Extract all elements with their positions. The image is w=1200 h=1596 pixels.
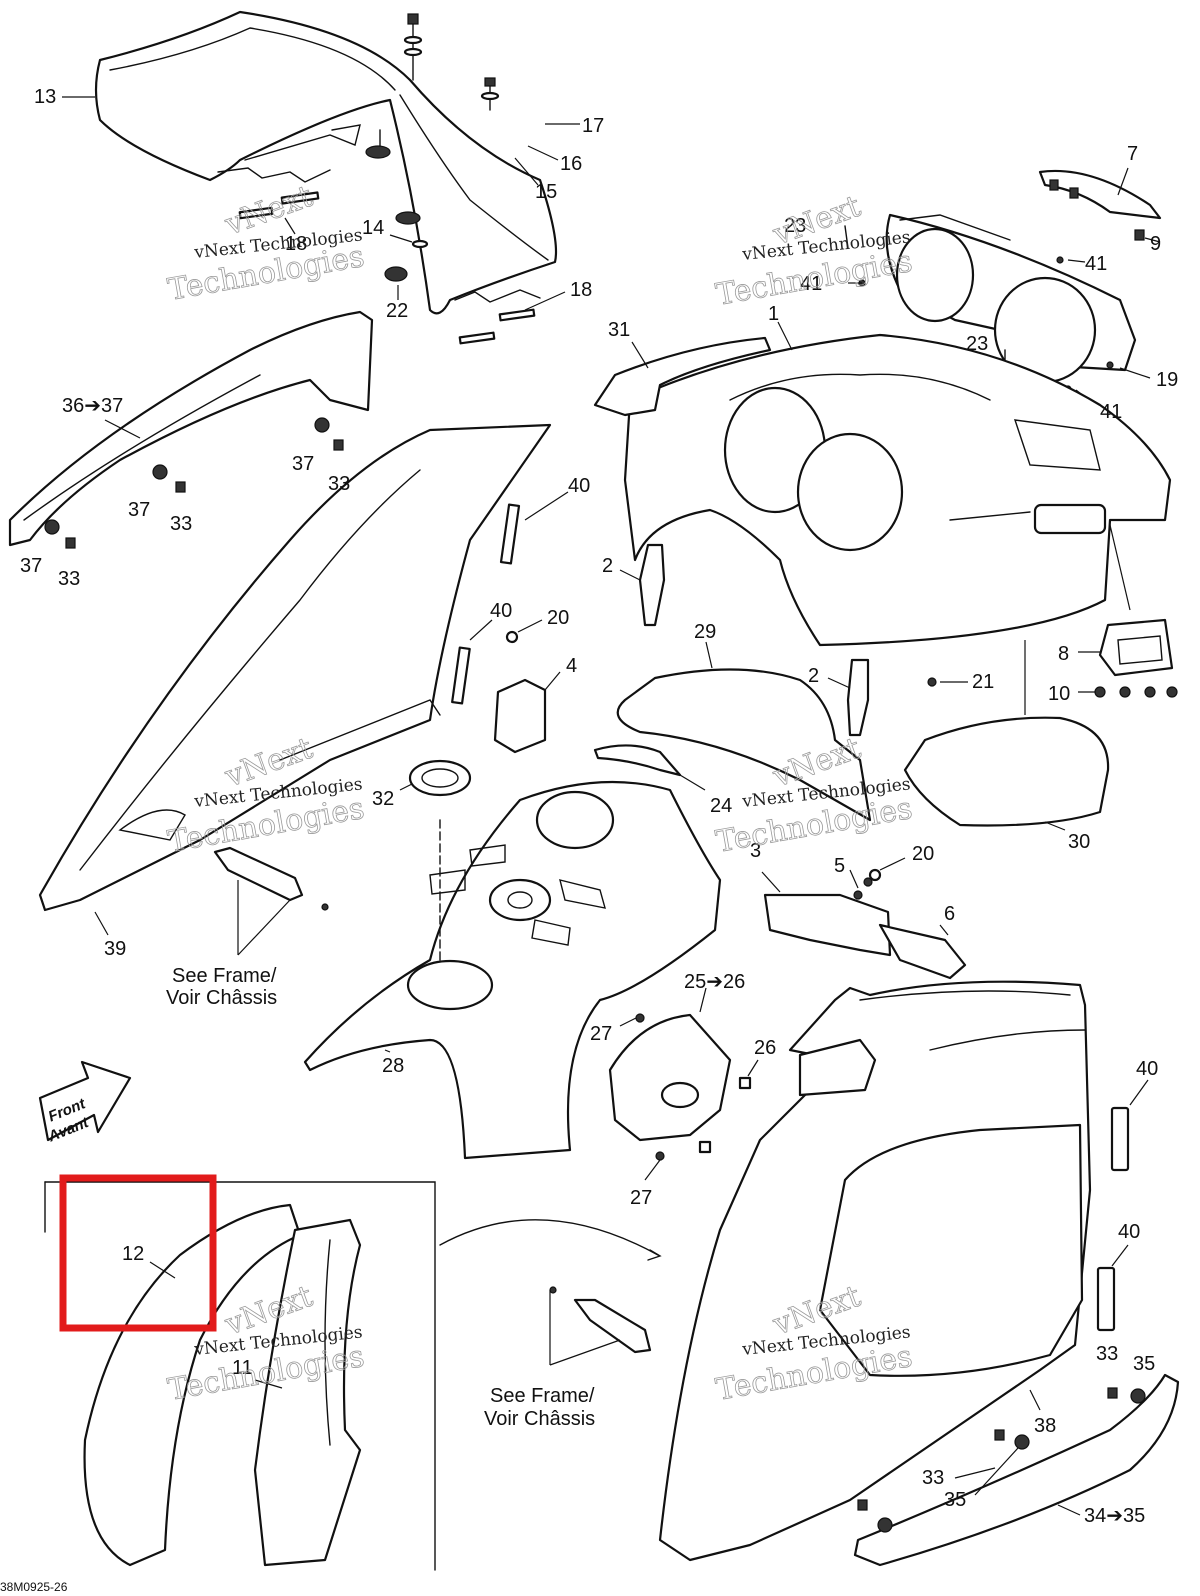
part-30-pad [903, 716, 1110, 831]
callout-27b: 27 [630, 1187, 652, 1209]
part-3-bracket [761, 857, 967, 980]
callout-37a: 37 [292, 453, 314, 475]
callout-19: 19 [1156, 369, 1178, 391]
front-arrow-icon: Front Avant [38, 1060, 132, 1146]
callout-32: 32 [372, 788, 394, 810]
callout-9: 9 [1150, 233, 1161, 255]
callout-40b: 40 [490, 600, 512, 622]
callout-8: 8 [1058, 643, 1069, 665]
callout-33c: 33 [58, 568, 80, 590]
see-frame-note-2-line1: See Frame/ [490, 1385, 595, 1407]
part-34-side-rail [853, 1373, 1180, 1567]
callout-16: 16 [560, 153, 582, 175]
callout-7: 7 [1127, 143, 1138, 165]
part-21-fastener [927, 677, 968, 687]
callout-37b: 37 [128, 499, 150, 521]
callout-28: 28 [382, 1055, 404, 1077]
callout-30: 30 [1068, 831, 1090, 853]
callout-10: 10 [1048, 683, 1070, 705]
callout-35b: 35 [944, 1489, 966, 1511]
callout-37c: 37 [20, 555, 42, 577]
callout-26: 26 [754, 1037, 776, 1059]
part-28-console [303, 780, 722, 1160]
part-1-upper-console [623, 321, 1172, 715]
part-39-left-panel [38, 423, 569, 936]
callout-34-35: 34➔35 [1084, 1505, 1145, 1527]
part-25-module [608, 987, 759, 1181]
callout-6: 6 [944, 903, 955, 925]
callout-39: 39 [104, 938, 126, 960]
connector-arrowhead [647, 1249, 662, 1261]
part-4-bracket [493, 619, 561, 754]
callout-38: 38 [1034, 1415, 1056, 1437]
windshield-hardware [365, 13, 580, 300]
callout-35a: 35 [1133, 1353, 1155, 1375]
callout-18a: 18 [285, 233, 307, 255]
callout-40c: 40 [1136, 1058, 1158, 1080]
callout-4: 4 [566, 655, 577, 677]
callout-41a: 41 [1085, 253, 1107, 275]
callout-36-37: 36➔37 [62, 395, 123, 417]
part-29-panel [616, 641, 872, 822]
see-frame-note-1-line1: See Frame/ [172, 965, 277, 987]
callout-13: 13 [34, 86, 56, 108]
part-36-handrail [8, 310, 374, 549]
highlight-frame-part-12 [59, 1174, 217, 1332]
callout-40d: 40 [1118, 1221, 1140, 1243]
callout-20b: 20 [912, 843, 934, 865]
part-2-clips [619, 543, 870, 737]
callout-1: 1 [768, 303, 779, 325]
callout-23a: 23 [784, 215, 806, 237]
callout-18b: 18 [570, 279, 592, 301]
see-frame-note-2-line2: Voir Châssis [484, 1408, 595, 1430]
callout-33d: 33 [1096, 1343, 1118, 1365]
part-31-trim [593, 336, 772, 417]
connector-arrow [439, 1219, 659, 1256]
callout-27a: 27 [590, 1023, 612, 1045]
callout-20a: 20 [547, 607, 569, 629]
callout-15: 15 [535, 181, 557, 203]
part-8-vent [1078, 618, 1178, 698]
callout-31: 31 [608, 319, 630, 341]
callout-2a: 2 [602, 555, 613, 577]
part-19-gauge-housing [844, 167, 1162, 406]
callout-22: 22 [386, 300, 408, 322]
part-13-windshield [94, 10, 558, 315]
drawing-code: 38M0925-26 [0, 1580, 68, 1594]
callout-33a: 33 [328, 473, 350, 495]
callout-33e: 33 [922, 1467, 944, 1489]
callout-25-26: 25➔26 [684, 971, 745, 993]
part-38-right-panel [658, 980, 1149, 1562]
callout-labels: 13 17 16 15 18 14 22 18 7 23 9 41 41 1 3… [20, 86, 1178, 1527]
handle-see-frame-right [549, 1286, 652, 1366]
callout-24: 24 [710, 795, 732, 817]
watermark-1: vNext vNext Technologies Technologies [165, 178, 367, 308]
callout-23b: 23 [966, 333, 988, 355]
callout-41b: 41 [800, 273, 822, 295]
see-frame-notes: See Frame/ Voir Châssis See Frame/ Voir … [166, 965, 595, 1430]
callout-5: 5 [834, 855, 845, 877]
callout-41c: 41 [1100, 401, 1122, 423]
part-18-clips [238, 191, 566, 345]
watermark-2: vNext vNext Technologies Technologies [713, 188, 915, 313]
callout-33b: 33 [170, 513, 192, 535]
handle-see-frame-left [213, 846, 329, 956]
see-frame-note-1-line2: Voir Châssis [166, 987, 277, 1009]
inset-box [44, 1181, 436, 1571]
part-24-trim [593, 744, 706, 791]
callout-40a: 40 [568, 475, 590, 497]
callout-14: 14 [362, 217, 384, 239]
callout-2b: 2 [808, 665, 819, 687]
callout-17: 17 [582, 115, 604, 137]
callout-21: 21 [972, 671, 994, 693]
callout-3: 3 [750, 840, 761, 862]
callout-12: 12 [122, 1243, 144, 1265]
part-32-grommet [399, 759, 472, 797]
callout-29: 29 [694, 621, 716, 643]
callout-11: 11 [232, 1357, 253, 1379]
